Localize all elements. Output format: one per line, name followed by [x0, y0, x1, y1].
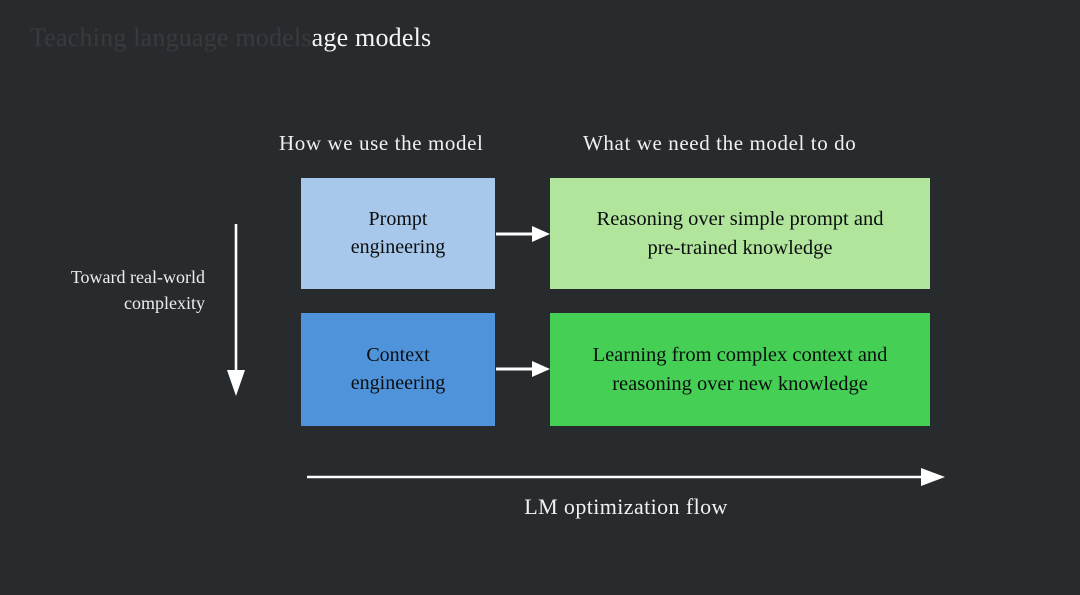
method-box-context-engineering[interactable]: Context engineering [301, 313, 495, 426]
requirement-box-line2: pre-trained knowledge [647, 236, 833, 259]
complexity-axis-label-line2: complexity [124, 293, 205, 314]
requirement-box-learning-complex[interactable]: Learning from complex context and reason… [550, 313, 930, 426]
arrow-right-long-icon [305, 466, 947, 488]
requirement-box-reasoning-simple[interactable]: Reasoning over simple prompt and pre-tra… [550, 178, 930, 289]
arrow-right-icon [494, 357, 552, 381]
page-title-visible-suffix: age models [311, 23, 432, 52]
flow-axis-label: LM optimization flow [524, 494, 728, 519]
method-box-line2: engineering [350, 371, 446, 394]
complexity-axis-label: Toward real-world complexity [10, 264, 205, 316]
complexity-axis-label-line1: Toward real-world [70, 267, 205, 287]
arrow-down-icon [220, 222, 252, 398]
method-box-line1: Prompt [368, 207, 428, 230]
page-title-faded-prefix: Teaching language models [30, 23, 312, 52]
page-title: Teaching language modelsage models [30, 18, 930, 58]
method-box-line1: Context [366, 343, 430, 366]
requirement-box-line2: reasoning over new knowledge [612, 372, 868, 395]
column-header-left: How we use the model [279, 131, 484, 155]
method-box-line2: engineering [350, 235, 446, 258]
method-box-prompt-engineering[interactable]: Prompt engineering [301, 178, 495, 289]
requirement-box-line1: Reasoning over simple prompt and [596, 208, 884, 231]
arrow-right-icon [494, 222, 552, 246]
column-header-right: What we need the model to do [583, 131, 857, 155]
requirement-box-line1: Learning from complex context and [592, 344, 888, 367]
